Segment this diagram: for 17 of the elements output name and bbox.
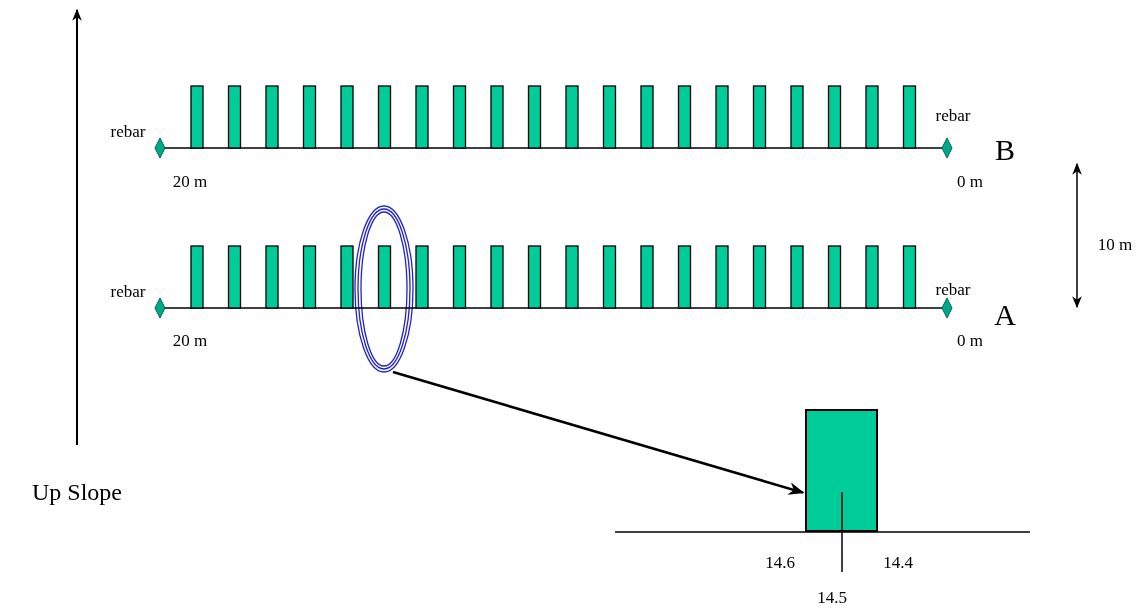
distance-label: 0 m — [957, 331, 983, 351]
transect-label: B — [995, 133, 1015, 167]
rebar-label: rebar — [935, 106, 971, 126]
distance-label: 20 m — [172, 172, 208, 192]
direction-label: Up Slope — [32, 478, 122, 506]
plot-rectangle — [805, 409, 878, 532]
arrow — [392, 370, 805, 495]
position-label: 14.4 — [883, 553, 913, 573]
distance-label: 20 m — [172, 331, 208, 351]
transect-label: A — [994, 298, 1016, 332]
rebar-label: rebar — [110, 122, 146, 142]
rebar-label: rebar — [935, 280, 971, 300]
distance-label: 0 m — [957, 172, 983, 192]
dimension-label: 10 m — [1097, 235, 1133, 255]
rebar-label: rebar — [110, 282, 146, 302]
position-label: 14.5 — [817, 588, 847, 608]
position-label: 14.6 — [765, 553, 795, 573]
